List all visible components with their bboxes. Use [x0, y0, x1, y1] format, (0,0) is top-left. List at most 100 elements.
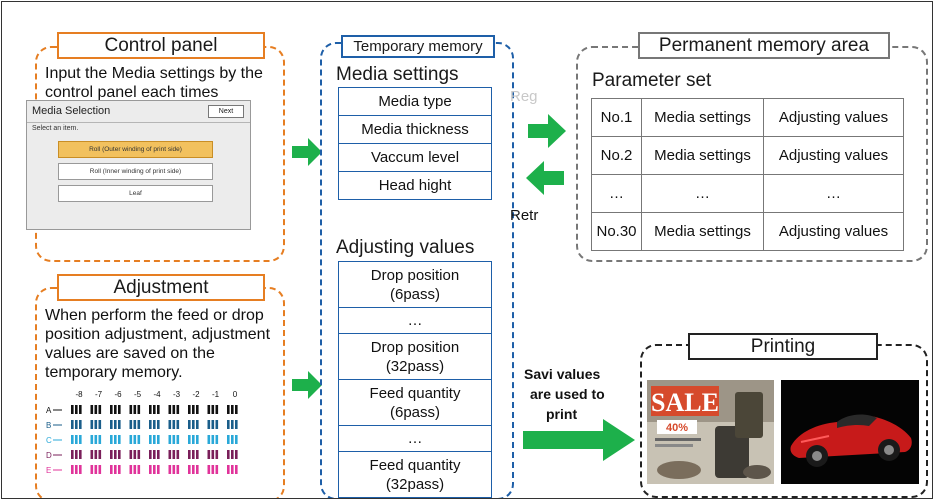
drop-position-32pass-cell: Drop position (32pass)	[338, 333, 492, 380]
pattern-bar	[133, 465, 137, 474]
pattern-bar	[157, 435, 160, 444]
pattern-bar	[94, 465, 98, 474]
pattern-bar	[71, 435, 74, 444]
pattern-column-label: -1	[212, 390, 220, 399]
pattern-bar	[215, 420, 219, 429]
pattern-bar	[207, 405, 211, 414]
media-thickness-cell: Media thickness	[338, 115, 492, 144]
pattern-column-label: -5	[134, 390, 142, 399]
adjustment-text: When perform the feed or drop position a…	[45, 307, 271, 381]
pattern-bar	[235, 450, 238, 459]
pattern-bar	[90, 420, 94, 429]
pattern-bar	[110, 465, 113, 474]
media-option-outer[interactable]: Roll (Outer winding of print side)	[58, 141, 213, 158]
table-row: … … …	[591, 174, 904, 213]
media-selection-header: Media Selection	[32, 105, 111, 117]
pattern-bar	[71, 465, 74, 474]
feed-quantity-6pass-cell: Feed quantity (6pass)	[338, 379, 492, 426]
arrow-left-icon	[526, 161, 564, 195]
pattern-bar	[129, 435, 133, 444]
pattern-bar	[176, 450, 180, 459]
pattern-bar	[79, 405, 82, 414]
next-button[interactable]: Next	[208, 105, 244, 118]
pattern-bar	[188, 435, 191, 444]
pattern-bar	[153, 435, 156, 444]
head-hight-cell: Head hight	[338, 171, 492, 200]
pattern-row-label: A	[46, 406, 52, 415]
pattern-bar	[168, 465, 172, 474]
pattern-bar	[137, 435, 141, 444]
vaccum-level-cell: Vaccum level	[338, 143, 492, 172]
adjusting-values-cell: Adjusting values	[763, 136, 904, 175]
pattern-row-label: D	[46, 451, 52, 460]
adjusting-values-cell: …	[763, 174, 904, 213]
red-car-image	[781, 380, 919, 484]
pattern-bar	[207, 435, 211, 444]
pattern-bar	[207, 465, 211, 474]
pattern-bar	[110, 435, 113, 444]
pattern-bar	[215, 405, 219, 414]
pattern-bar	[231, 420, 234, 429]
pattern-bar	[192, 420, 195, 429]
pattern-bar	[157, 405, 160, 414]
pattern-bar	[133, 405, 137, 414]
pattern-bar	[231, 450, 234, 459]
pattern-bar	[196, 450, 199, 459]
arrow-right-icon	[292, 371, 322, 399]
pattern-bar	[207, 450, 211, 459]
media-option-inner[interactable]: Roll (Inner winding of print side)	[58, 163, 213, 180]
pattern-bar	[149, 435, 152, 444]
media-settings-cell: Media settings	[641, 212, 764, 251]
adjustment-title: Adjustment	[57, 274, 265, 301]
pattern-bar	[215, 450, 219, 459]
pattern-bar	[215, 465, 219, 474]
pattern-bar	[176, 435, 180, 444]
pattern-bar	[129, 405, 133, 414]
pattern-bar	[157, 465, 160, 474]
pattern-bar	[114, 405, 117, 414]
pattern-bar	[153, 450, 156, 459]
pattern-bar	[129, 465, 133, 474]
pattern-bar	[137, 420, 141, 429]
pattern-bar	[90, 435, 94, 444]
pattern-bar	[149, 420, 152, 429]
pattern-bar	[75, 405, 78, 414]
pattern-bar	[71, 405, 74, 414]
pattern-bar	[110, 405, 113, 414]
pattern-bar	[215, 435, 219, 444]
media-settings-cell: …	[641, 174, 764, 213]
pattern-bar	[196, 405, 199, 414]
pattern-bar	[133, 450, 137, 459]
pattern-bar	[157, 420, 160, 429]
pattern-bar	[98, 405, 102, 414]
pattern-bar	[196, 465, 199, 474]
pattern-bar	[168, 420, 172, 429]
row-number: No.30	[591, 212, 642, 251]
parameter-set-label: Parameter set	[592, 70, 712, 91]
pattern-row-label: C	[46, 436, 52, 445]
pattern-bar	[211, 420, 215, 429]
pattern-bar	[227, 435, 230, 444]
parameter-set-table: No.1 Media settings Adjusting values No.…	[591, 98, 904, 251]
pattern-bar	[118, 450, 121, 459]
pattern-bar	[227, 450, 230, 459]
pattern-bar	[94, 450, 98, 459]
pattern-bar	[192, 465, 195, 474]
pattern-bar	[98, 420, 102, 429]
pattern-bar	[188, 465, 191, 474]
media-option-leaf[interactable]: Leaf	[58, 185, 213, 202]
pattern-bar	[235, 405, 238, 414]
permanent-memory-content: Parameter set No.1 Media settings Adjust…	[576, 46, 928, 262]
pattern-bar	[196, 420, 199, 429]
pattern-bar	[129, 450, 133, 459]
permanent-memory-title: Permanent memory area	[638, 32, 890, 59]
media-settings-list: Media type Media thickness Vaccum level …	[338, 87, 492, 200]
ellipsis-cell: …	[338, 307, 492, 334]
row-number: …	[591, 174, 642, 213]
pattern-bar	[227, 420, 230, 429]
pattern-bar	[129, 420, 133, 429]
pattern-bar	[172, 450, 176, 459]
pattern-bar	[75, 450, 78, 459]
arrow-right-icon	[523, 419, 635, 461]
pattern-bar	[207, 420, 211, 429]
